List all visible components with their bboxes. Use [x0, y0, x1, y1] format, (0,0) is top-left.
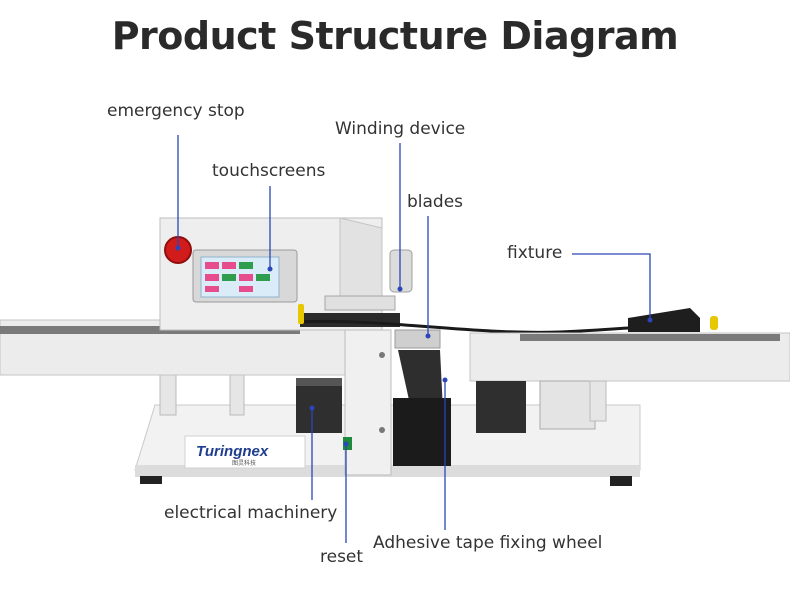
leader-dot-emergency-stop [175, 245, 181, 251]
leg-left-1 [159, 374, 177, 416]
motor-left [296, 378, 342, 433]
motor-left-cap [296, 378, 342, 386]
label-fixture: fixture [507, 243, 563, 263]
right-rail-track [520, 334, 780, 341]
leader-dot-fixture [647, 317, 653, 323]
tape-wheel-housing [393, 398, 451, 466]
winding-device [389, 249, 413, 293]
control-box-side [339, 217, 383, 301]
label-reset: reset [320, 547, 364, 567]
fixture-clamp [628, 308, 700, 332]
leg-left-2 [229, 374, 245, 416]
label-emergency-stop: emergency stop [107, 101, 245, 121]
screen-tile-8 [205, 286, 219, 292]
screen-tile-2 [222, 262, 236, 269]
foot-left [140, 476, 162, 484]
logo-sub: 图灵科技 [232, 459, 256, 467]
screen-tile-4 [205, 274, 219, 281]
screw-2 [379, 427, 385, 433]
leader-dot-blades [425, 333, 431, 339]
screen-tile-3 [239, 262, 253, 269]
left-rail-track [0, 326, 300, 334]
leader-dot-touchscreens [267, 266, 273, 272]
foot-right [610, 476, 632, 486]
logo-panel [184, 435, 306, 469]
label-blades: blades [407, 192, 464, 212]
fixture-knob [710, 316, 718, 330]
screen-tile-5 [222, 274, 236, 281]
leader-dot-electrical-machinery [309, 405, 315, 411]
logo-brand: Turingnex [196, 443, 269, 460]
winding-head [324, 295, 396, 311]
screen-tile-6 [239, 274, 253, 281]
motor-right [476, 381, 526, 433]
screen-tile-9 [239, 286, 253, 292]
label-adhesive-tape-fixing-wheel: Adhesive tape fixing wheel [373, 533, 603, 553]
center-column [344, 329, 392, 476]
blade-carriage [394, 329, 441, 349]
page-title: Product Structure Diagram [111, 14, 679, 58]
label-touchscreens: touchscreens [212, 161, 326, 181]
label-winding-device: Winding device [335, 119, 466, 139]
leader-dot-winding-device [397, 286, 403, 292]
leader-dot-reset [343, 441, 349, 447]
left-knob [298, 304, 304, 324]
leader-dot-adhesive-tape [442, 377, 448, 383]
leg-right [589, 380, 607, 422]
screw-1 [379, 352, 385, 358]
leader-fixture [572, 253, 651, 320]
right-bracket [539, 380, 596, 430]
screen-tile-1 [205, 262, 219, 269]
label-electrical-machinery: electrical machinery [164, 503, 338, 523]
screen-tile-7 [256, 274, 270, 281]
